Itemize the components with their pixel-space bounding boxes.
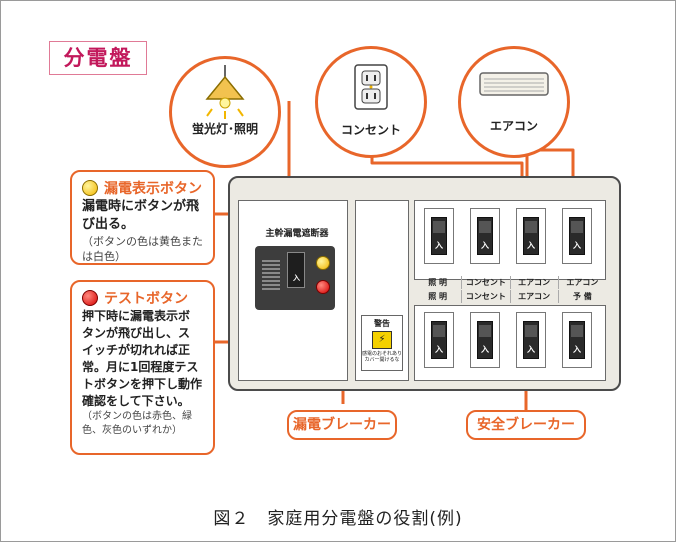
breaker-switch[interactable]: 入 [431, 321, 447, 359]
main-breaker-switch[interactable] [287, 252, 305, 288]
callout-title: テストボタン [82, 288, 203, 308]
switch-text: 入 [573, 345, 581, 354]
main-breaker-label: 主幹漏電遮断器 [265, 229, 329, 239]
body-line: トボタンを押下し動作 [82, 377, 203, 391]
body-line: 押下時に漏電表示ボ [82, 309, 191, 323]
lightning-icon: ⚡ [372, 331, 392, 349]
safety-breaker[interactable]: 入 [424, 312, 454, 368]
body-line: び出る。 [82, 217, 135, 232]
switch-text: 入 [435, 345, 443, 354]
note-line: 色、灰色のいずれか） [82, 425, 182, 436]
body-line: 常。月に1回程度テス [82, 360, 199, 374]
branch-label: エアコン [511, 276, 559, 289]
body-line: 漏電時にボタンが飛 [82, 199, 200, 214]
switch-text: 入 [527, 241, 535, 250]
breaker-switch[interactable]: 入 [569, 321, 585, 359]
outlet-icon [354, 64, 388, 110]
test-button-callout: テストボタン 押下時に漏電表示ボ タンが飛び出し、ス イッチが切れれば正 常。月… [70, 280, 215, 455]
breaker-switch[interactable]: 入 [523, 321, 539, 359]
test-callout-body: 押下時に漏電表示ボ タンが飛び出し、ス イッチが切れれば正 常。月に1回程度テス… [82, 308, 203, 410]
switch-text: 入 [481, 345, 489, 354]
breaker-switch[interactable]: 入 [477, 321, 493, 359]
switch-text: 入 [527, 345, 535, 354]
safety-breaker-tag: 安全ブレーカー [466, 410, 586, 440]
branch-breaker[interactable]: 入 [516, 208, 546, 264]
test-callout-title: テストボタン [104, 291, 188, 307]
body-line: イッチが切れれば正 [82, 343, 191, 357]
branch-labels-bottom: 照 明 コンセント エアコン 予 備 [414, 290, 606, 303]
safety-breaker[interactable]: 入 [470, 312, 500, 368]
branch-label: 照 明 [414, 290, 463, 303]
branch-breaker[interactable]: 入 [424, 208, 454, 264]
branch-label: エアコン [511, 290, 559, 303]
leak-indicator-button[interactable] [316, 256, 330, 270]
note-line: （ボタンの色は赤色、緑 [82, 411, 192, 422]
leak-callout-title: 漏電表示ボタン [104, 181, 202, 197]
switch-text: 入 [435, 241, 443, 250]
aircon-icon [479, 72, 549, 96]
safety-breaker[interactable]: 入 [562, 312, 592, 368]
lamp-icon [205, 65, 245, 119]
leak-callout-body: 漏電時にボタンが飛 び出る。 [82, 198, 203, 234]
note-line: （ボタンの色は黄色また [82, 235, 203, 248]
warning-label: 警告 ⚡ 感電のおそれありカバー開けるな [361, 315, 403, 371]
body-line: 確認をして下さい。 [82, 394, 190, 408]
switch-text: 入 [481, 241, 489, 250]
warning-note: 感電のおそれありカバー開けるな [362, 351, 403, 363]
branch-label: コンセント [462, 290, 511, 303]
breaker-switch[interactable]: 入 [569, 217, 585, 255]
vent-icon [262, 260, 280, 290]
leak-indicator-callout: 漏電表示ボタン 漏電時にボタンが飛 び出る。 （ボタンの色は黄色また は白色） [70, 170, 215, 265]
branch-breaker[interactable]: 入 [470, 208, 500, 264]
diagram-title: 分電盤 [49, 41, 147, 75]
breaker-switch[interactable]: 入 [431, 217, 447, 255]
body-line: タンが飛び出し、ス [82, 326, 191, 340]
figure-caption: 図２ 家庭用分電盤の役割(例) [213, 509, 463, 529]
callout-title: 漏電表示ボタン [82, 178, 203, 198]
outlet-circle [315, 46, 427, 158]
leak-callout-note: （ボタンの色は黄色また は白色） [82, 234, 203, 264]
branch-label: コンセント [462, 276, 511, 289]
outlet-label: コンセント [340, 123, 401, 137]
breaker-switch[interactable]: 入 [477, 217, 493, 255]
breaker-switch[interactable]: 入 [523, 217, 539, 255]
branch-label: 照 明 [414, 276, 463, 289]
red-dot-icon [82, 290, 98, 306]
branch-label: 予 備 [572, 292, 592, 301]
lighting-circle [169, 56, 281, 168]
branch-label: エアコン [566, 278, 599, 287]
main-switch-text: 入 [293, 274, 300, 282]
test-button[interactable] [316, 280, 330, 294]
branch-breaker[interactable]: 入 [562, 208, 592, 264]
warning-head: 警告 [374, 319, 390, 328]
lighting-label: 蛍光灯･照明 [191, 122, 258, 136]
aircon-label: エアコン [489, 119, 538, 133]
branch-labels-top: 照 明 コンセント エアコン エアコン [414, 276, 606, 289]
test-callout-note: （ボタンの色は赤色、緑 色、灰色のいずれか） [82, 410, 203, 438]
safety-breaker[interactable]: 入 [516, 312, 546, 368]
note-line: は白色） [82, 250, 126, 263]
aircon-circle [458, 46, 570, 158]
switch-text: 入 [573, 241, 581, 250]
yellow-dot-icon [82, 180, 98, 196]
leak-breaker-tag: 漏電ブレーカー [287, 410, 397, 440]
